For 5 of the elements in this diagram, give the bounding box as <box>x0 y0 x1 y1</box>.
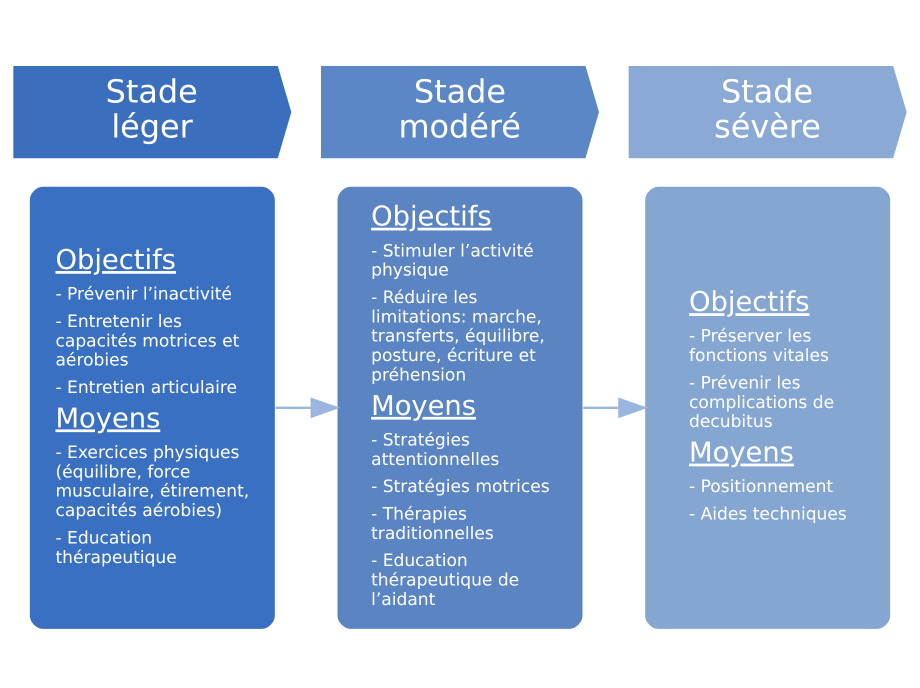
node-box: Objectifs - Prévenir l’inactivité - Entretenir les capacités motrices et aérobies - Entretien articulaire Moyens - Exercices physiques (équilibre, force musculaire, étirement, capacités aérobies) - Education thérapeutique <box>28 186 276 630</box>
arrow <box>276 397 340 418</box>
node-box: Objectifs - Stimuler l’activité physique - Réduire les limitations: marche, transferts, équilibre, posture, écriture et préhension Moyens - Stratégies attentionnelles - Stratégies motrices - Thérapies traditionnelles - Education thérapeutique de l’aidant <box>336 186 584 630</box>
arrow <box>583 397 648 418</box>
node-box: Objectifs - Préserver les fonctions vitales - Prévenir les complications de decubitus Moyens - Positionnement - Aides techniques <box>644 186 892 630</box>
